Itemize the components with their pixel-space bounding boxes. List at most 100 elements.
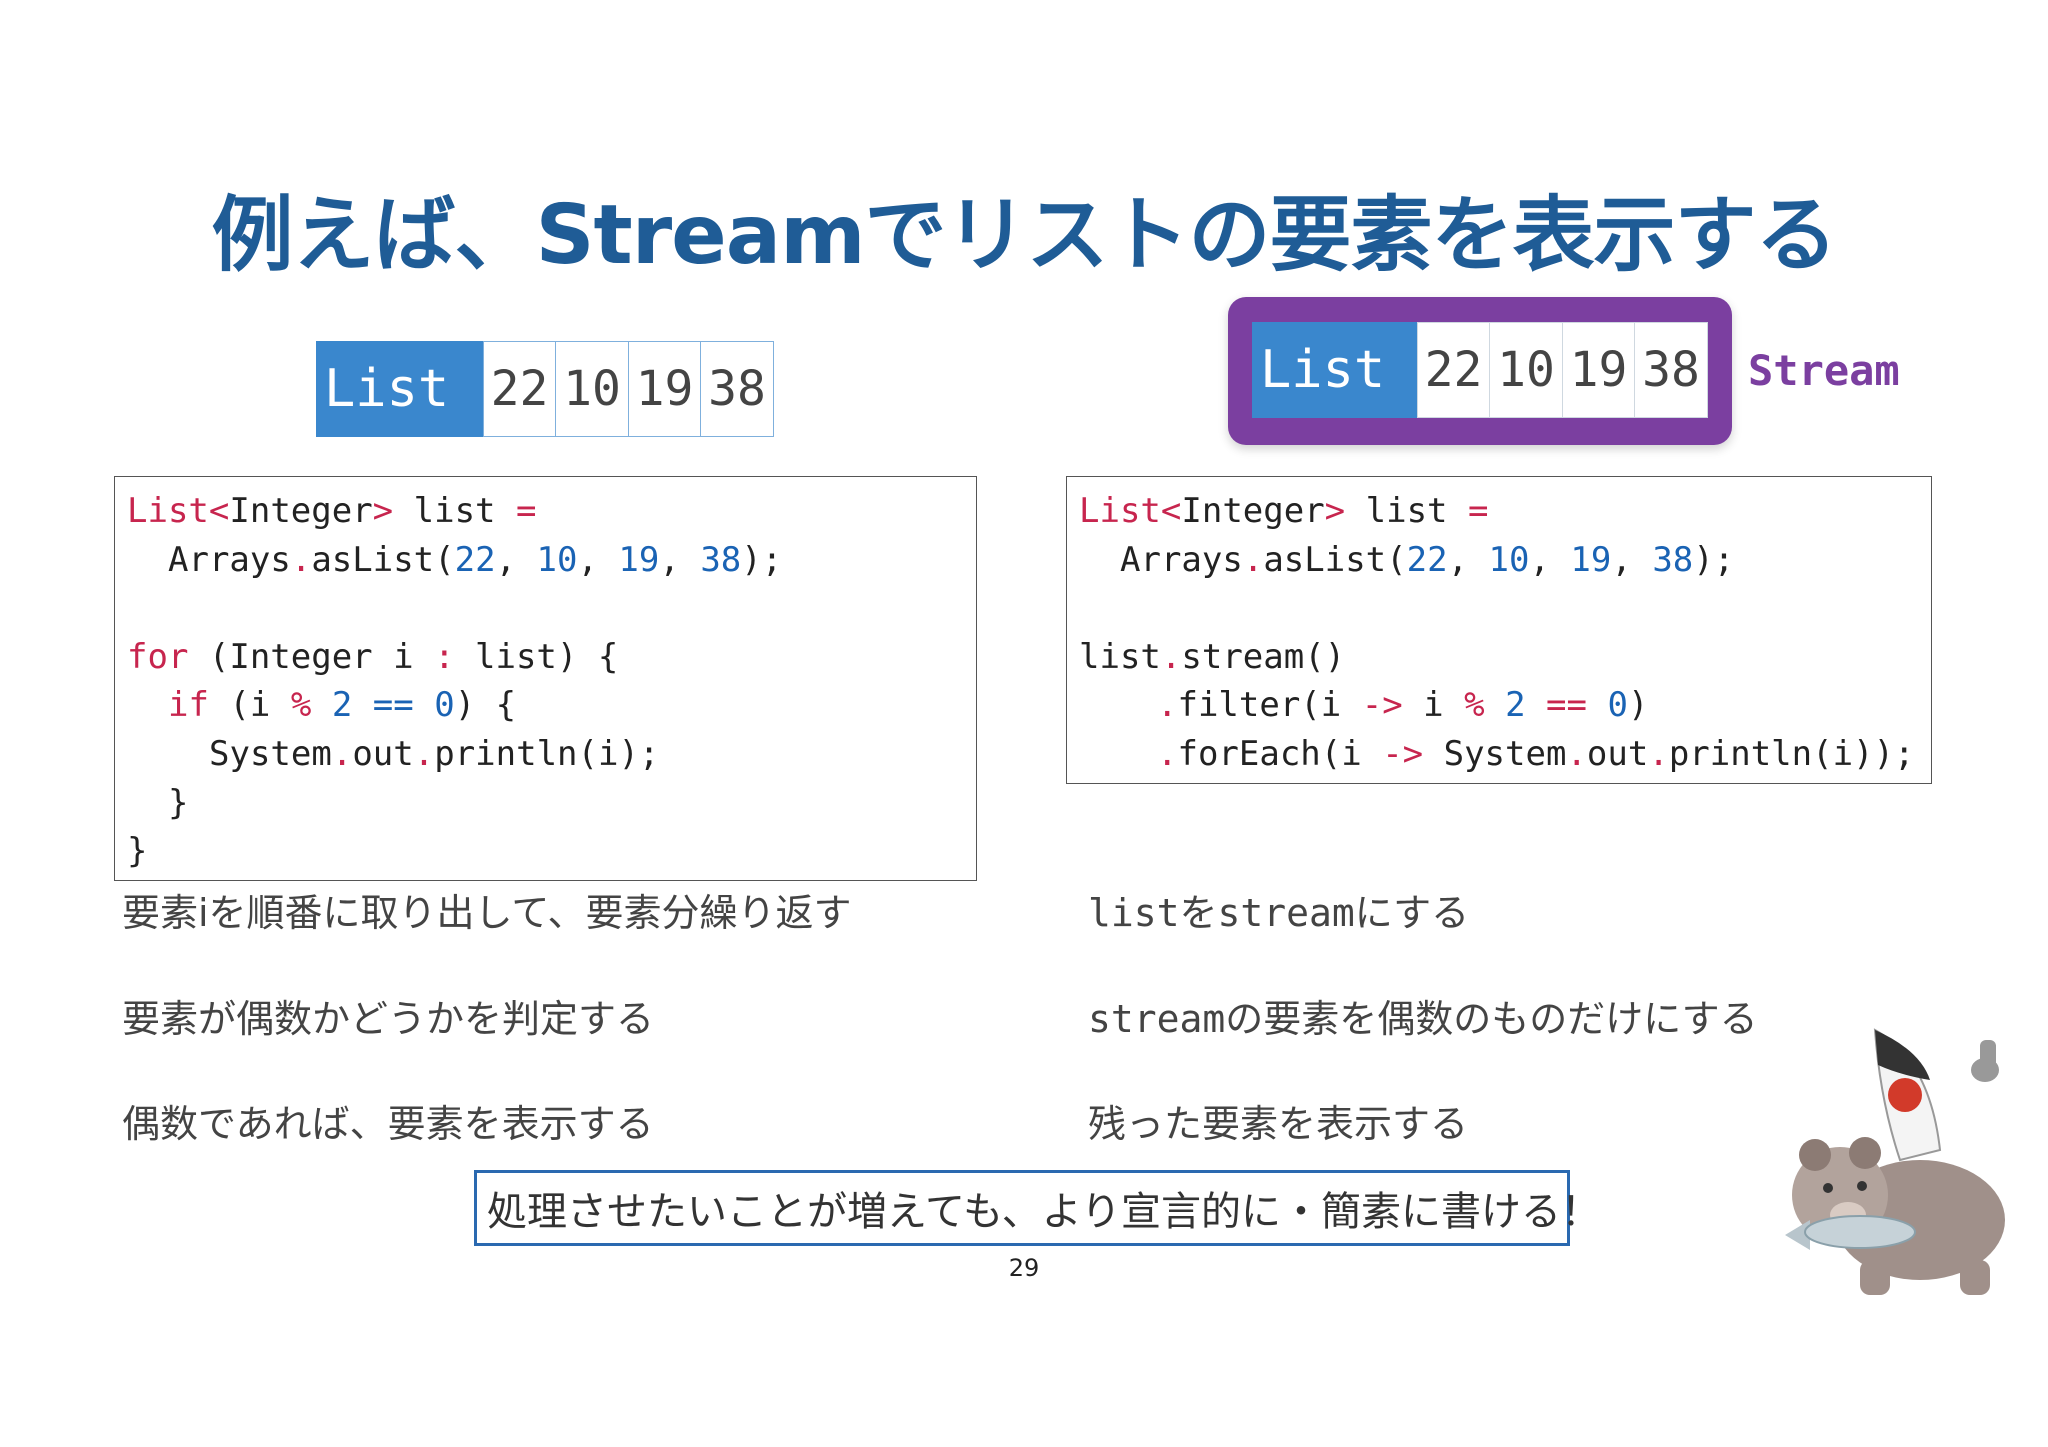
code-token: 19 (1570, 539, 1612, 580)
code-line: .filter(i -> i % 2 == 0) (1079, 681, 1931, 730)
code-line: System.out.println(i); (127, 730, 976, 779)
code-token: println(i)); (1668, 733, 1915, 774)
code-token: : (434, 636, 455, 677)
list-diagram-right: List 22 10 19 38 (1252, 322, 1708, 418)
code-token: if (168, 685, 209, 726)
summary-callout: 処理させたいことが増えても、より宣言的に・簡素に書ける！ (474, 1170, 1601, 1246)
code-token: , (659, 539, 701, 580)
code-line: if (i % 2 == 0) { (127, 681, 976, 730)
code-token: ); (741, 539, 783, 580)
code-token: System (209, 733, 332, 774)
code-token (1526, 685, 1546, 725)
code-token: . (1160, 636, 1182, 677)
list-cell: 38 (1634, 322, 1708, 418)
code-block-stream: List<Integer> list = Arrays.asList(22, 1… (1066, 476, 1932, 784)
code-token: List (127, 491, 209, 531)
code-token: < (1160, 491, 1182, 531)
code-line: List<Integer> list = (1079, 487, 1931, 536)
code-token: . (331, 733, 353, 774)
duke-and-bear-mascot-icon (1785, 1028, 2005, 1295)
code-token: 10 (1488, 539, 1530, 580)
code-token: , (1529, 539, 1571, 580)
code-token: 2 (1505, 685, 1526, 726)
code-token: asList( (311, 539, 455, 580)
code-token: > (1324, 491, 1346, 531)
stream-label: Stream (1748, 346, 1900, 395)
code-token: println(i); (434, 733, 660, 774)
code-token: list (1345, 491, 1468, 531)
code-token: > (372, 491, 394, 531)
code-token: , (495, 539, 537, 580)
code-token: 38 (1652, 539, 1694, 580)
list-cell: 19 (1561, 322, 1636, 418)
code-token: for (127, 636, 189, 677)
code-line: } (127, 827, 976, 876)
code-token: (Integer i (188, 636, 435, 677)
explanation-text: 要素が偶数かどうかを判定する (122, 997, 655, 1041)
list-cell: 10 (555, 341, 629, 437)
code-token: ) { (454, 685, 517, 726)
explanation-text: 要素iを順番に取り出して、要素分繰り返す (122, 891, 852, 935)
page-number: 29 (1008, 1254, 1040, 1282)
code-token: < (208, 491, 230, 531)
code-token: Arrays (168, 539, 291, 580)
code-line: Arrays.asList(22, 10, 19, 38); (127, 536, 976, 585)
code-token (414, 685, 434, 725)
code-token: (i (208, 685, 291, 726)
code-token: list (393, 491, 516, 531)
code-line: Arrays.asList(22, 10, 19, 38); (1079, 536, 1931, 585)
code-token: 10 (536, 539, 578, 580)
code-token (352, 685, 372, 725)
list-label: List (316, 341, 484, 437)
list-diagram-left: List 22 10 19 38 (316, 341, 774, 437)
list-cell: 38 (700, 341, 774, 437)
list-cell: 22 (1416, 322, 1491, 418)
code-line (1079, 584, 1931, 633)
code-token: == (1546, 685, 1587, 726)
explanation-text: listをstreamにする (1088, 891, 1470, 935)
code-token: } (127, 831, 148, 872)
slide-title: 例えば、Streamでリストの要素を表示する (211, 188, 1837, 283)
code-token: , (1611, 539, 1653, 580)
code-token: , (1447, 539, 1489, 580)
code-token: -> (1361, 685, 1403, 726)
code-token: list) { (454, 636, 619, 677)
code-token (311, 685, 331, 725)
code-token: i (1402, 685, 1465, 726)
list-label: List (1252, 322, 1418, 418)
explanation-text: 偶数であれば、要素を表示する (122, 1102, 654, 1146)
code-token: -> (1382, 733, 1424, 774)
code-token: ); (1693, 539, 1735, 580)
code-line: List<Integer> list = (127, 487, 976, 536)
code-token: filter(i (1177, 685, 1362, 726)
explanation-text: 残った要素を表示する (1088, 1102, 1469, 1146)
code-token: } (168, 782, 189, 823)
code-token: , (577, 539, 619, 580)
list-cell: 10 (1489, 322, 1563, 418)
code-token: Integer (229, 491, 373, 531)
code-line: list.stream() (1079, 633, 1931, 682)
list-cell: 22 (482, 341, 557, 437)
code-line: for (Integer i : list) { (127, 633, 976, 682)
code-token: . (1157, 685, 1178, 726)
code-token: = (515, 491, 537, 531)
explanation-text: streamの要素を偶数のものだけにする (1088, 997, 1758, 1041)
code-line: } (127, 779, 976, 828)
code-token: . (1566, 733, 1587, 774)
code-token: % (290, 685, 312, 726)
code-token: forEach(i (1177, 733, 1383, 774)
code-token: List (1079, 491, 1161, 531)
code-token (1485, 685, 1505, 725)
code-token: out (1586, 733, 1649, 774)
code-token: = (1467, 491, 1489, 531)
code-token: 0 (1607, 685, 1628, 726)
code-token: Arrays (1120, 539, 1243, 580)
code-token: 22 (1406, 539, 1448, 580)
code-token: ) (1627, 685, 1649, 726)
code-token: 2 (331, 685, 353, 726)
code-token: Integer (1181, 491, 1325, 531)
code-token: System (1423, 733, 1567, 774)
code-token: list (1079, 636, 1161, 677)
code-line (127, 584, 976, 633)
list-cell: 19 (627, 341, 702, 437)
